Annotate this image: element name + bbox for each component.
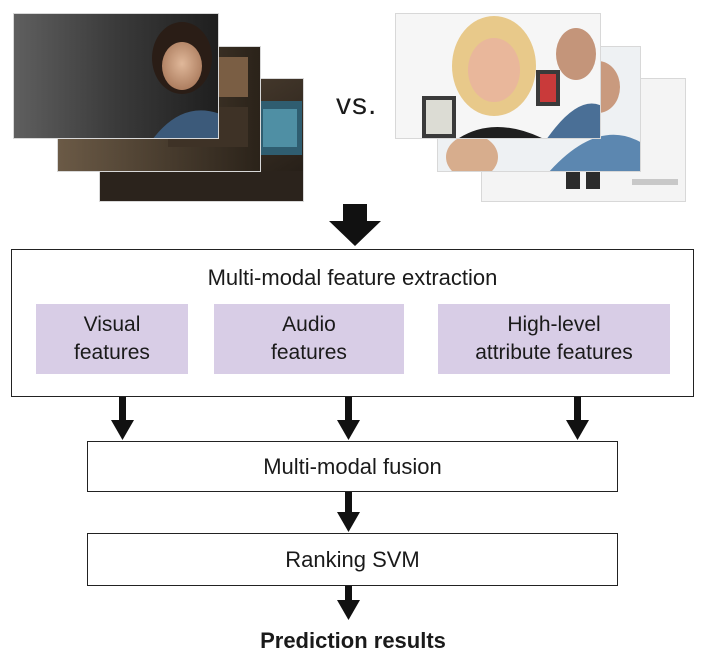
vs-label: vs. bbox=[336, 88, 378, 121]
feature-arrow-high-level bbox=[566, 374, 589, 440]
audio-features-line1: Audio bbox=[282, 313, 336, 336]
fusion-to-ranking-arrow bbox=[337, 492, 360, 532]
visual-features-line2: features bbox=[74, 341, 150, 364]
visual-features-line1: Visual bbox=[83, 313, 141, 336]
feature-extraction-title: Multi-modal feature extraction bbox=[207, 265, 498, 290]
high-level-features-line1: High-level bbox=[507, 313, 601, 336]
prediction-results-label: Prediction results bbox=[260, 628, 446, 653]
left-frame-1 bbox=[13, 13, 219, 139]
fusion-box: Multi-modal fusion bbox=[87, 441, 618, 492]
feature-arrow-visual bbox=[111, 374, 134, 440]
right-frame-1 bbox=[395, 13, 601, 139]
audio-features-box: Audio features bbox=[214, 304, 404, 374]
child-closeup-image bbox=[14, 14, 218, 138]
high-level-features-box: High-level attribute features bbox=[438, 304, 670, 374]
ranking-svm-box: Ranking SVM bbox=[87, 533, 618, 586]
audio-features-line2: features bbox=[271, 341, 347, 364]
feature-extraction-box: Multi-modal feature extraction Visual fe… bbox=[11, 249, 694, 397]
woman-smiling-ereader-image bbox=[396, 14, 600, 138]
visual-features-box: Visual features bbox=[36, 304, 188, 374]
big-down-arrow bbox=[329, 204, 381, 246]
ranking-to-result-arrow bbox=[337, 586, 360, 620]
ranking-svm-label: Ranking SVM bbox=[285, 547, 420, 572]
high-level-features-line2: attribute features bbox=[475, 341, 633, 364]
feature-arrow-audio bbox=[337, 374, 360, 440]
fusion-label: Multi-modal fusion bbox=[263, 454, 442, 479]
